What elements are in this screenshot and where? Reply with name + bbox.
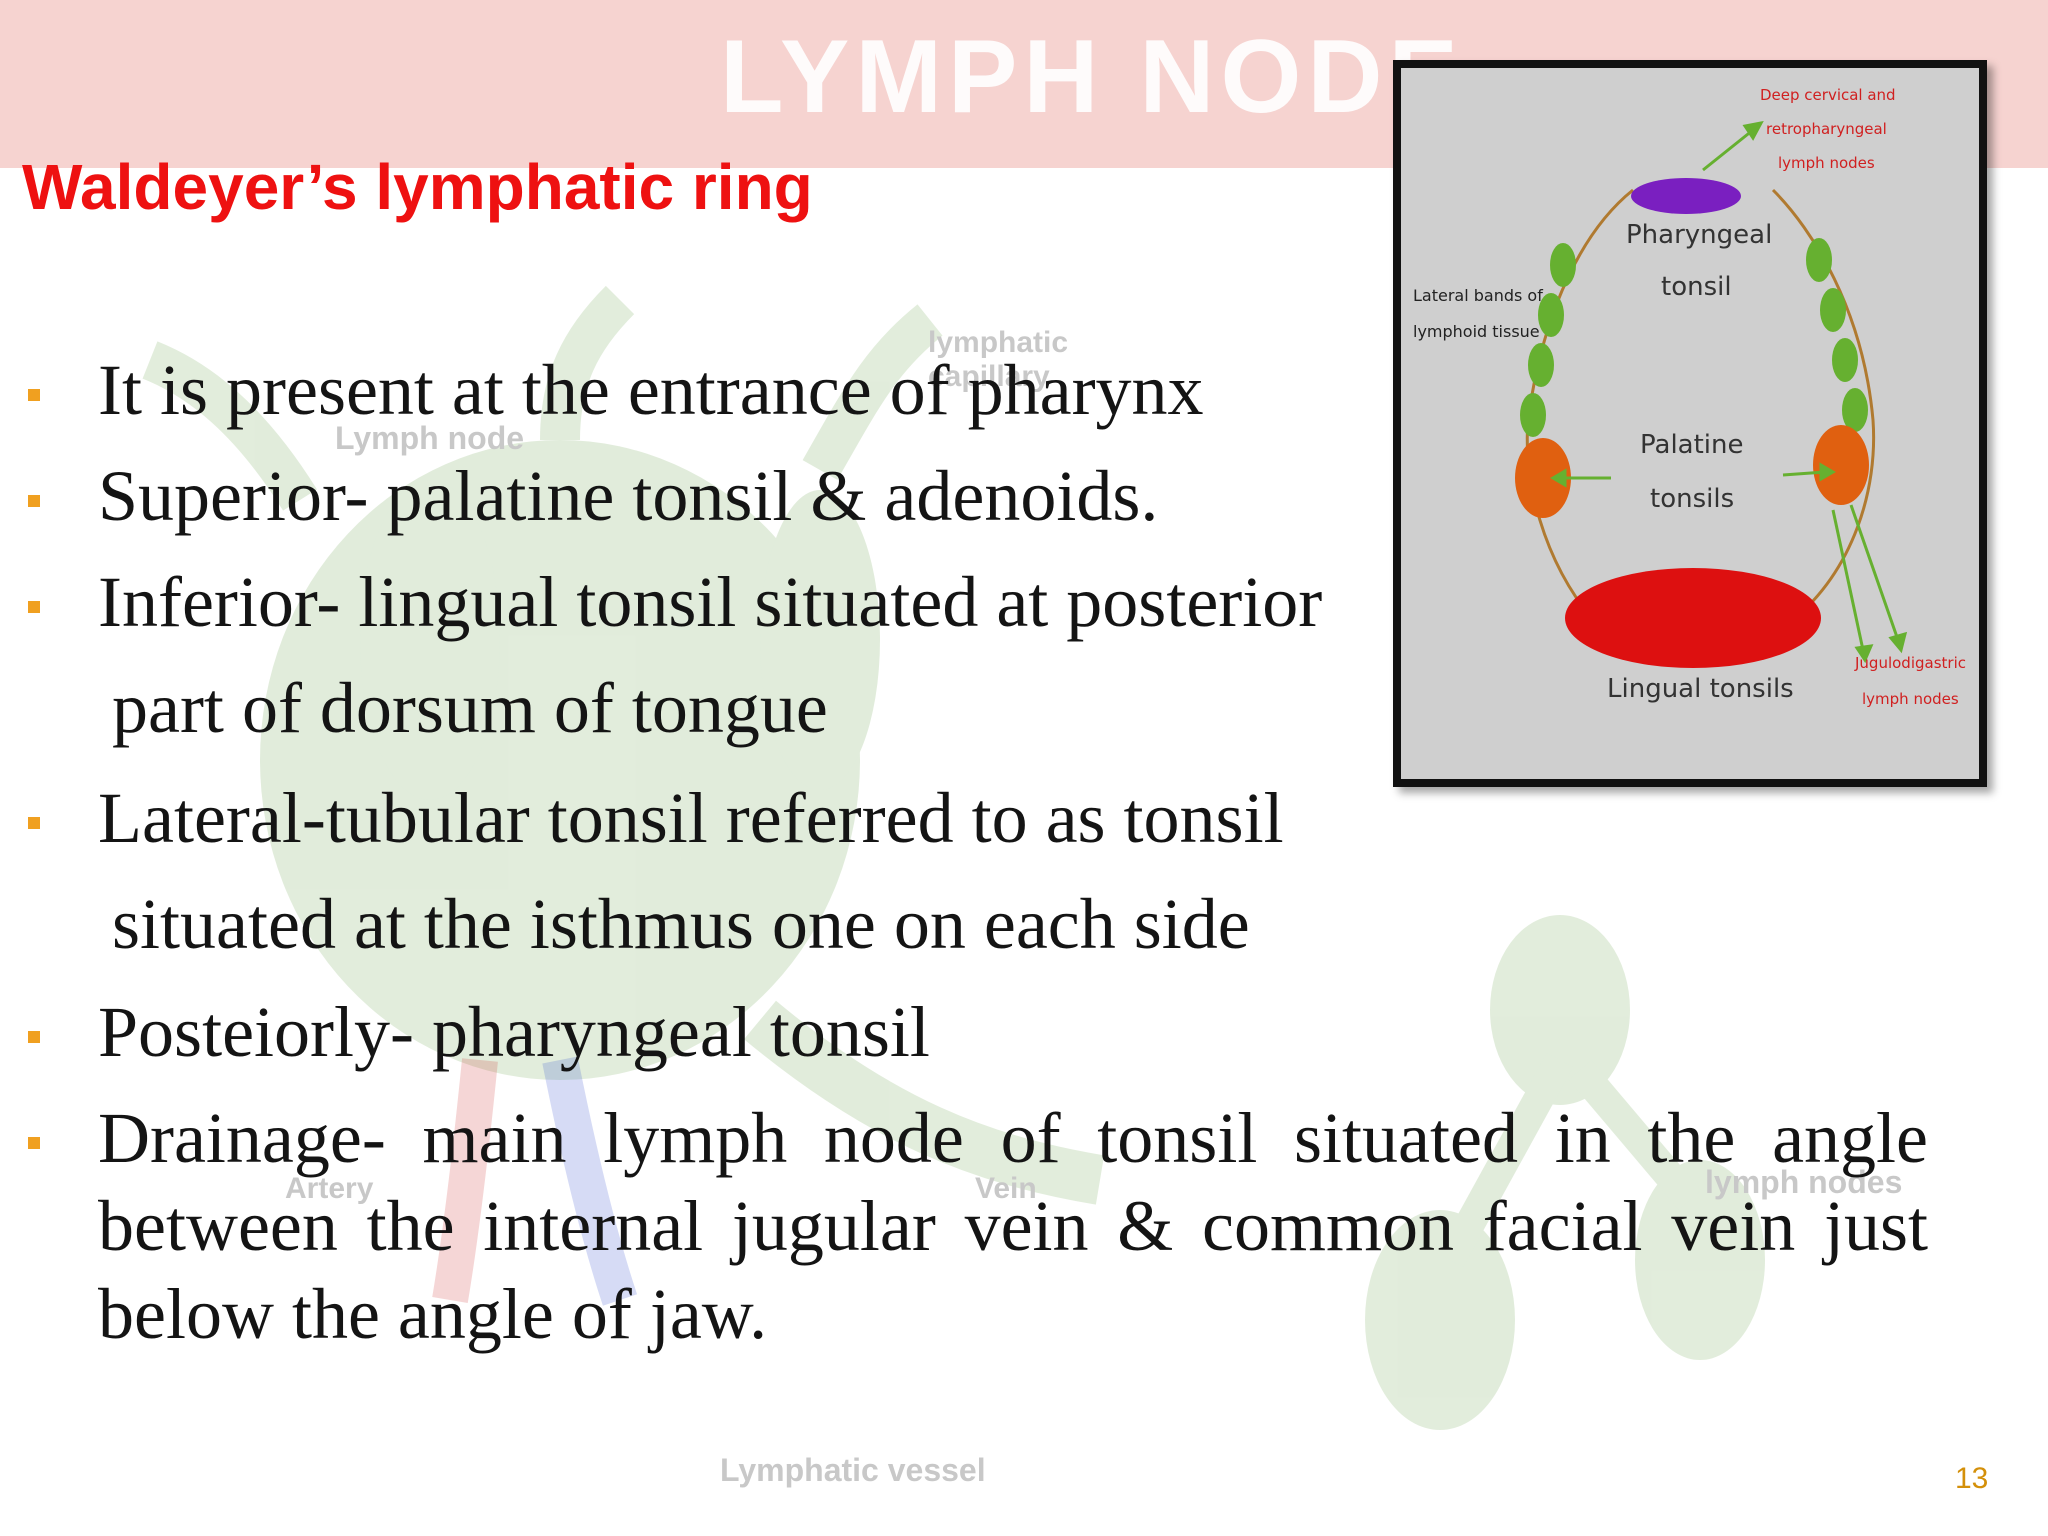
bullet-item: Superior- palatine tonsil & adenoids. [98,456,1159,536]
label-palatine-line1: Palatine [1640,430,1744,460]
label-deep-cervical-line3: lymph nodes [1778,154,1875,172]
bullet-item-continuation: part of dorsum of tongue [112,668,828,748]
bg-label-lymph-node: Lymph node [335,420,525,456]
diagram-artwork [1401,68,1979,779]
bg-label-artery: Artery [285,1172,374,1205]
bullet-marker [28,389,40,401]
bullet-marker [28,1031,40,1043]
bg-label-vein: Vein [975,1172,1037,1205]
label-deep-cervical-line1: Deep cervical and [1760,86,1896,104]
bullet-item: Posteiorly- pharyngeal tonsil [98,992,930,1072]
label-lingual: Lingual tonsils [1607,674,1794,704]
bullet-item: Lateral-tubular tonsil referred to as to… [98,778,1284,858]
bullet-item: It is present at the entrance of pharynx [98,350,1204,430]
bullet-item: Drainage- main lymph node of tonsil situ… [98,1098,1928,1354]
label-jugulodigastric-line2: lymph nodes [1862,690,1959,708]
label-lateral-bands-line2: lymphoid tissue [1413,322,1540,341]
banner-title: LYMPH NODE [720,19,1464,135]
bg-label-lymphatic-capillary: lymphatic capillary [928,326,1069,393]
slide-heading: Waldeyer’s lymphatic ring [22,151,813,223]
label-deep-cervical-line2: retropharyngeal [1766,120,1887,138]
bullet-item: Inferior- lingual tonsil situated at pos… [98,562,1323,642]
label-palatine-line2: tonsils [1650,484,1735,514]
bullet-marker [28,601,40,613]
page-number: 13 [1955,1462,1989,1495]
label-pharyngeal-line1: Pharyngeal [1626,220,1773,250]
background-illustration [142,285,1765,1430]
bullet-marker [28,495,40,507]
bg-label-lymph-nodes: lymph nodes [1705,1164,1903,1200]
label-jugulodigastric-line1: Jugulodigastric [1855,654,1966,672]
label-lateral-bands-line1: Lateral bands of [1413,286,1543,305]
bullet-item-continuation: situated at the isthmus one on each side [112,884,1250,964]
bullet-marker [28,817,40,829]
bullet-marker [28,1137,40,1149]
bg-label-lymphatic-vessel: Lymphatic vessel [720,1452,986,1488]
label-pharyngeal-line2: tonsil [1661,272,1732,302]
waldeyer-ring-diagram: Deep cervical and retropharyngeal lymph … [1393,60,1987,787]
